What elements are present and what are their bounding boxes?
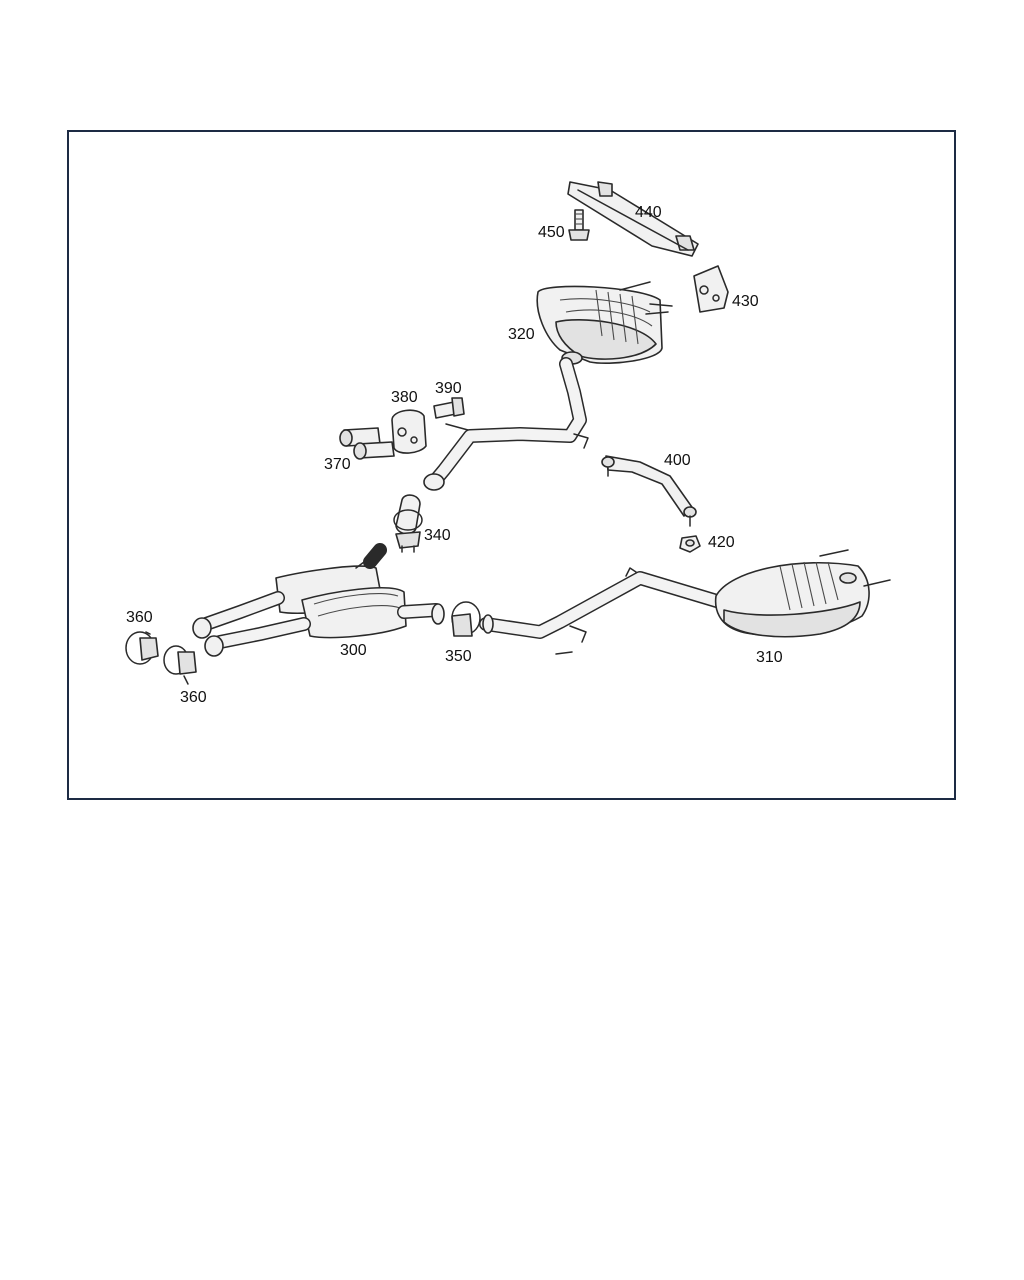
label-320: 320 [508, 326, 535, 343]
label-400: 400 [664, 452, 691, 469]
part-360-clamp-a[interactable] [125, 631, 159, 665]
label-360-b: 360 [180, 689, 207, 706]
label-340: 340 [424, 527, 451, 544]
part-400-support-strap[interactable] [601, 455, 697, 527]
label-430: 430 [732, 293, 759, 310]
part-440-bracket[interactable] [567, 181, 699, 257]
part-370-bolts[interactable] [339, 427, 395, 460]
part-320-front-muffler[interactable] [423, 281, 673, 491]
part-450-bolt[interactable] [568, 209, 590, 241]
part-300-center-muffler[interactable] [192, 543, 445, 657]
part-430-rubber-hanger[interactable] [693, 265, 729, 313]
label-440: 440 [635, 204, 662, 221]
label-310: 310 [756, 649, 783, 666]
part-310-rear-muffler[interactable] [479, 549, 891, 655]
part-340-clamp[interactable] [393, 494, 423, 553]
label-390: 390 [435, 380, 462, 397]
part-380-rubber-mount[interactable] [391, 409, 427, 454]
part-350-clamp[interactable] [451, 601, 481, 637]
label-300: 300 [340, 642, 367, 659]
part-420-nut[interactable] [679, 535, 701, 553]
diagram-frame [67, 130, 956, 800]
part-390-bolt[interactable] [433, 397, 465, 419]
part-360-clamp-b[interactable] [163, 645, 197, 685]
label-450: 450 [538, 224, 565, 241]
label-370: 370 [324, 456, 351, 473]
label-360-a: 360 [126, 609, 153, 626]
label-350: 350 [445, 648, 472, 665]
label-380: 380 [391, 389, 418, 406]
label-420: 420 [708, 534, 735, 551]
